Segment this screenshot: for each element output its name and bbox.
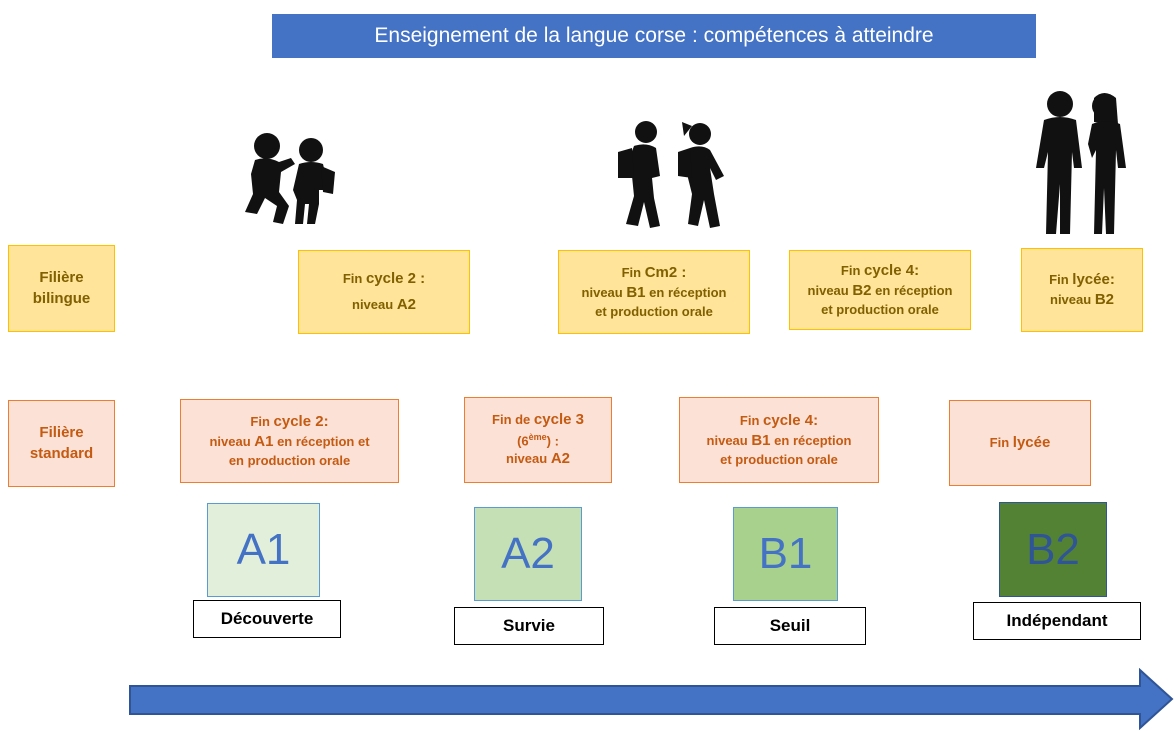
bil-3-l1b: lycée [1072, 270, 1110, 288]
children-walking-to-school-icon [618, 121, 724, 228]
std-0-l2a: niveau [209, 434, 251, 450]
std-2-l1b: cycle 4 [763, 411, 814, 429]
standard-box-lycee: Fin lycée [949, 400, 1091, 486]
bil-1-l2a: niveau [581, 285, 623, 301]
bil-2-l1b: cycle 4 [864, 261, 915, 279]
bil-2-l2b: B2 [852, 282, 872, 300]
bil-1-l1a: Fin [621, 264, 642, 280]
children-playing-icon [245, 133, 335, 224]
level-name-seuil: Seuil [714, 607, 866, 645]
bil-2-l3: et production orale [821, 302, 939, 318]
row-label-bilingue-line1: Filière [39, 269, 84, 287]
std-0-l1b: cycle 2 [273, 412, 324, 430]
bil-1-l3: et production orale [595, 304, 713, 320]
std-3-l1a: Fin [989, 434, 1010, 450]
bil-2-l1a: Fin [840, 262, 861, 278]
std-0-l1a: Fin [250, 413, 270, 429]
bil-2-l2c: en réception [875, 283, 953, 299]
progression-arrow [129, 668, 1174, 730]
level-a2: A2 [474, 507, 582, 601]
level-name-survie: Survie [454, 607, 604, 645]
bil-2-l1c: : [914, 261, 920, 279]
std-0-l1c: : [323, 412, 329, 430]
std-1-l3b: A2 [550, 450, 570, 468]
row-label-bilingue-line2: bilingue [32, 289, 91, 307]
std-2-l2a: niveau [706, 433, 748, 449]
std-1-l2c: ) : [546, 432, 559, 448]
std-1-l1b: cycle 3 [533, 411, 584, 429]
bil-3-l2a: niveau [1050, 292, 1092, 307]
level-name-independant: Indépendant [973, 602, 1141, 640]
std-3-l1b: lycée [1012, 433, 1051, 451]
bil-0-l1c: : [416, 269, 426, 287]
row-label-standard-line2: standard [29, 444, 94, 462]
bil-0-l1a: Fin [342, 270, 363, 286]
bilingue-box-lycee: Fin lycée: niveau B2 [1021, 248, 1143, 332]
std-1-l3a: niveau [506, 451, 548, 467]
std-0-l2c: en réception et [277, 434, 370, 450]
std-2-l2b: B1 [751, 432, 771, 450]
row-label-standard: Filière standard [8, 400, 115, 487]
bil-1-l1b: Cm2 [644, 263, 678, 281]
row-label-bilingue: Filière bilingue [8, 245, 115, 332]
bil-2-l2a: niveau [807, 283, 849, 299]
std-2-l1a: Fin [739, 412, 760, 428]
bilingue-box-cm2: Fin Cm2 : niveau B1 en réception et prod… [558, 250, 750, 334]
std-0-l3: en production orale [228, 453, 351, 469]
std-2-l3: et production orale [720, 452, 838, 468]
level-b2: B2 [999, 502, 1107, 597]
teenagers-icon [1036, 91, 1126, 234]
bil-0-l1b: cycle 2 [365, 269, 416, 287]
diagram-title: Enseignement de la langue corse : compét… [272, 14, 1036, 58]
bil-3-l1a: Fin [1049, 271, 1069, 287]
std-1-l2a: (6 [517, 432, 529, 448]
std-0-l2b: A1 [254, 433, 274, 451]
bil-3-l2b: B2 [1094, 291, 1114, 308]
bilingue-box-cycle4: Fin cycle 4: niveau B2 en réception et p… [789, 250, 971, 330]
bil-0-l2a: niveau [352, 297, 394, 312]
standard-box-cycle3: Fin de cycle 3 (6ème) : niveau A2 [464, 397, 612, 483]
bil-1-l2b: B1 [626, 284, 646, 302]
level-name-decouverte: Découverte [193, 600, 341, 638]
standard-box-cycle2: Fin cycle 2: niveau A1 en réception et e… [180, 399, 399, 483]
bilingue-box-cycle2: Fin cycle 2 : niveau A2 [298, 250, 470, 334]
bil-1-l1c: : [677, 263, 687, 281]
std-2-l1c: : [813, 411, 819, 429]
bil-1-l2c: en réception [649, 285, 727, 301]
level-b1: B1 [733, 507, 838, 601]
bil-0-l2b: A2 [396, 296, 416, 313]
std-1-l1a: Fin de [492, 412, 531, 428]
standard-box-cycle4: Fin cycle 4: niveau B1 en réception et p… [679, 397, 879, 483]
std-1-l2sup: ème [528, 431, 547, 442]
bil-3-l1c: : [1109, 270, 1115, 288]
level-a1: A1 [207, 503, 320, 597]
row-label-standard-line1: Filière [39, 424, 84, 442]
std-2-l2c: en réception [774, 433, 852, 449]
